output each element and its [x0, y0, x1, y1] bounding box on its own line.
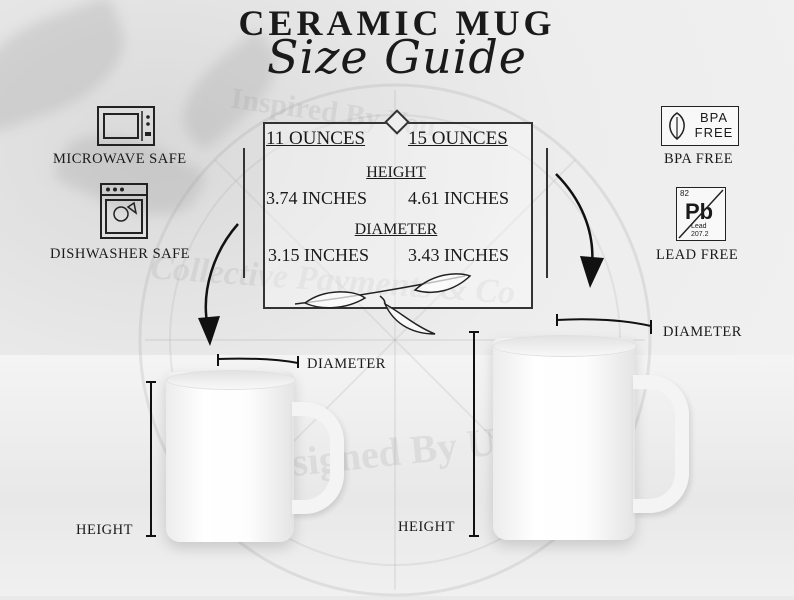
- lead-name: Lead: [691, 223, 707, 230]
- lead-atomic-number: 82: [680, 189, 689, 198]
- diameter-heading: DIAMETER: [354, 221, 438, 238]
- height-small-value: 3.74 INCHES: [266, 188, 368, 208]
- dishwasher-icon: [100, 183, 148, 239]
- size-large-heading: 15 OUNCES: [408, 128, 508, 149]
- page-title: CERAMIC MUG: [238, 3, 556, 43]
- strike-through-icon: [678, 189, 724, 239]
- small-diameter-bracket: [217, 354, 299, 368]
- large-mug: [493, 338, 635, 540]
- small-height-bracket: [146, 381, 156, 537]
- page-subtitle: Size Guide: [266, 30, 528, 84]
- lead-free-icon: 82 Pb Lead 207.2: [676, 187, 726, 241]
- large-height-label: HEIGHT: [398, 519, 455, 535]
- small-mug-rim: [166, 370, 296, 390]
- diameter-large-value: 3.43 INCHES: [408, 245, 510, 265]
- large-mug-rim: [493, 335, 637, 357]
- large-height-bracket: [469, 331, 479, 537]
- diameter-small-value: 3.15 INCHES: [268, 245, 370, 265]
- bpa-free-icon: BPA FREE: [661, 106, 739, 146]
- large-mug-handle: [633, 375, 689, 513]
- arrow-right-icon: [555, 173, 604, 288]
- leaf-sprig-icon: [294, 273, 472, 335]
- leaf-icon: [669, 112, 685, 140]
- small-height-label: HEIGHT: [76, 522, 133, 538]
- large-diameter-label: DIAMETER: [663, 324, 742, 340]
- arrow-left-icon: [198, 223, 239, 346]
- large-diameter-bracket: [556, 314, 652, 334]
- small-mug-handle: [292, 402, 344, 514]
- size-small-heading: 11 OUNCES: [266, 128, 366, 149]
- lead-free-label: LEAD FREE: [656, 247, 739, 263]
- bpa-free-label: BPA FREE: [664, 151, 734, 167]
- lead-symbol: Pb: [685, 199, 714, 224]
- left-divider: [243, 148, 245, 278]
- bpa-free-icon-text: BPA FREE: [694, 110, 734, 140]
- small-diameter-label: DIAMETER: [307, 356, 386, 372]
- small-mug: [166, 372, 294, 542]
- height-heading: HEIGHT: [366, 164, 426, 181]
- dishwasher-safe-label: DISHWASHER SAFE: [50, 246, 191, 262]
- height-large-value: 4.61 INCHES: [408, 188, 510, 208]
- microwave-safe-label: MICROWAVE SAFE: [53, 151, 187, 167]
- lead-mass: 207.2: [691, 231, 709, 238]
- right-divider: [546, 148, 548, 278]
- microwave-icon: [97, 106, 155, 146]
